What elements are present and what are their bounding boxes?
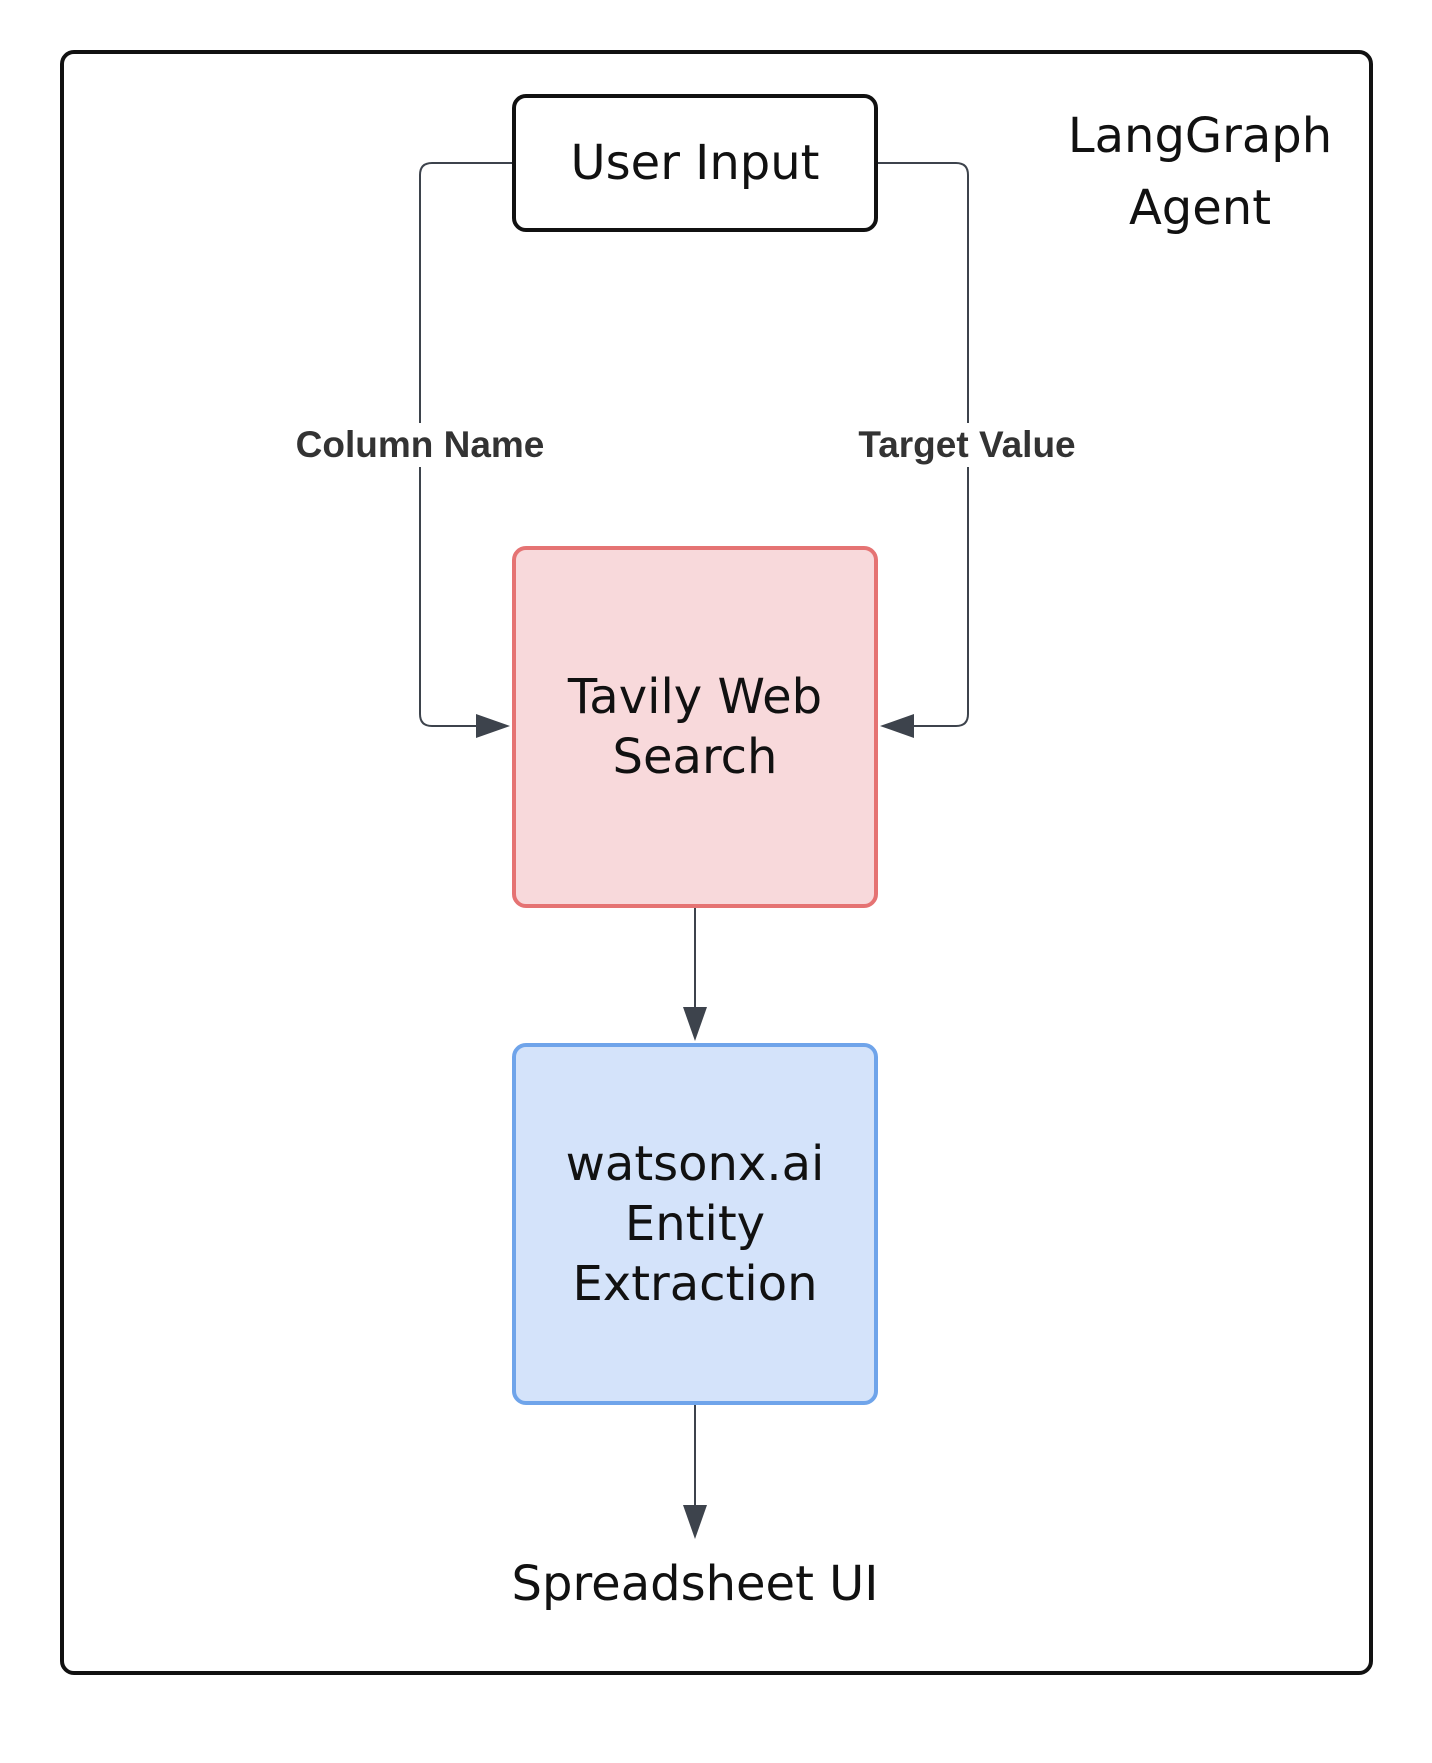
arrowhead-right (880, 714, 914, 738)
arrowhead-down-1 (683, 1007, 707, 1041)
node-user-input: User Input (512, 94, 878, 232)
node-tavily-web-search: Tavily Web Search (512, 546, 878, 908)
edge-label-column-name: Column Name (291, 423, 549, 467)
node-spreadsheet-ui: Spreadsheet UI (511, 1556, 879, 1612)
arrowhead-down-2 (683, 1505, 707, 1539)
agent-container (60, 50, 1373, 1675)
arrowhead-left (476, 714, 510, 738)
edge-label-target-value: Target Value (854, 423, 1080, 467)
container-title: LangGraph Agent (1067, 108, 1333, 236)
node-entity-extraction: watsonx.ai Entity Extraction (512, 1043, 878, 1405)
